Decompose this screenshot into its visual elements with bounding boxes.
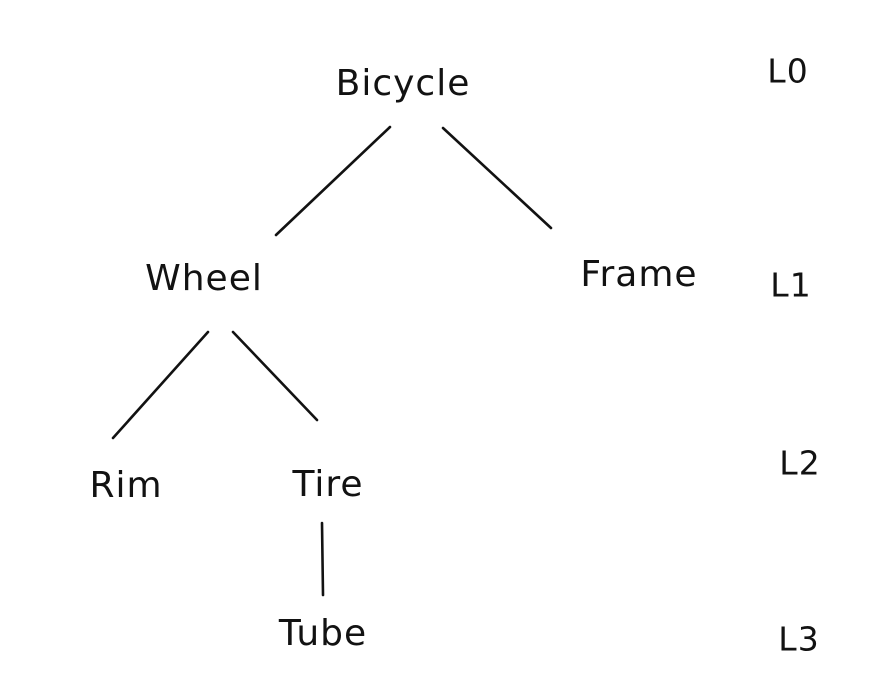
node-rim: Rim <box>89 465 163 506</box>
level-label-l3: L3 <box>778 619 820 659</box>
edge-wheel-rim <box>111 330 210 440</box>
level-label-l2: L2 <box>779 443 821 483</box>
edge-tire-tube <box>320 521 325 597</box>
node-wheel: Wheel <box>145 258 263 299</box>
edge-bicycle-frame <box>441 126 553 230</box>
level-label-l1: L1 <box>770 265 812 305</box>
level-label-l0: L0 <box>767 51 809 91</box>
edge-bicycle-wheel <box>274 125 392 237</box>
node-frame: Frame <box>580 254 698 295</box>
node-bicycle: Bicycle <box>335 63 471 104</box>
node-tire: Tire <box>292 464 364 505</box>
node-tube: Tube <box>278 613 368 654</box>
edge-wheel-tire <box>231 330 319 422</box>
